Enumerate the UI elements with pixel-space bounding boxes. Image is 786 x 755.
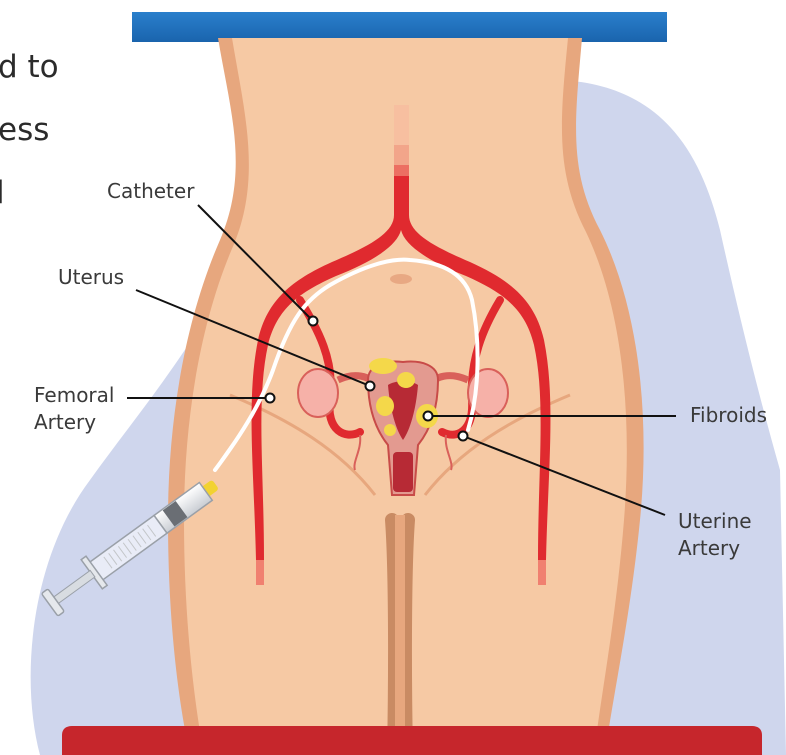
intro-text-fragment-2: ess: [0, 115, 49, 146]
label-fibroids-text: Fibroids: [690, 402, 767, 429]
label-femoral-line-2: Artery: [34, 409, 114, 436]
label-femoral-line-1: Femoral: [34, 382, 114, 409]
label-catheter: Catheter: [107, 178, 194, 205]
label-uterus: Uterus: [58, 264, 124, 291]
label-catheter-text: Catheter: [107, 178, 194, 205]
label-uterine-line-1: Uterine: [678, 508, 752, 535]
top-bar: [132, 12, 667, 42]
label-fibroids: Fibroids: [690, 402, 767, 429]
intro-text-fragment-3: l: [0, 178, 5, 209]
intro-text-fragment-1: d to: [0, 52, 59, 83]
label-uterus-text: Uterus: [58, 264, 124, 291]
label-femoral-artery: Femoral Artery: [34, 382, 114, 436]
navel: [390, 274, 412, 284]
bottom-bar: [62, 726, 762, 755]
label-uterine-artery: Uterine Artery: [678, 508, 752, 562]
label-uterine-line-2: Artery: [678, 535, 752, 562]
